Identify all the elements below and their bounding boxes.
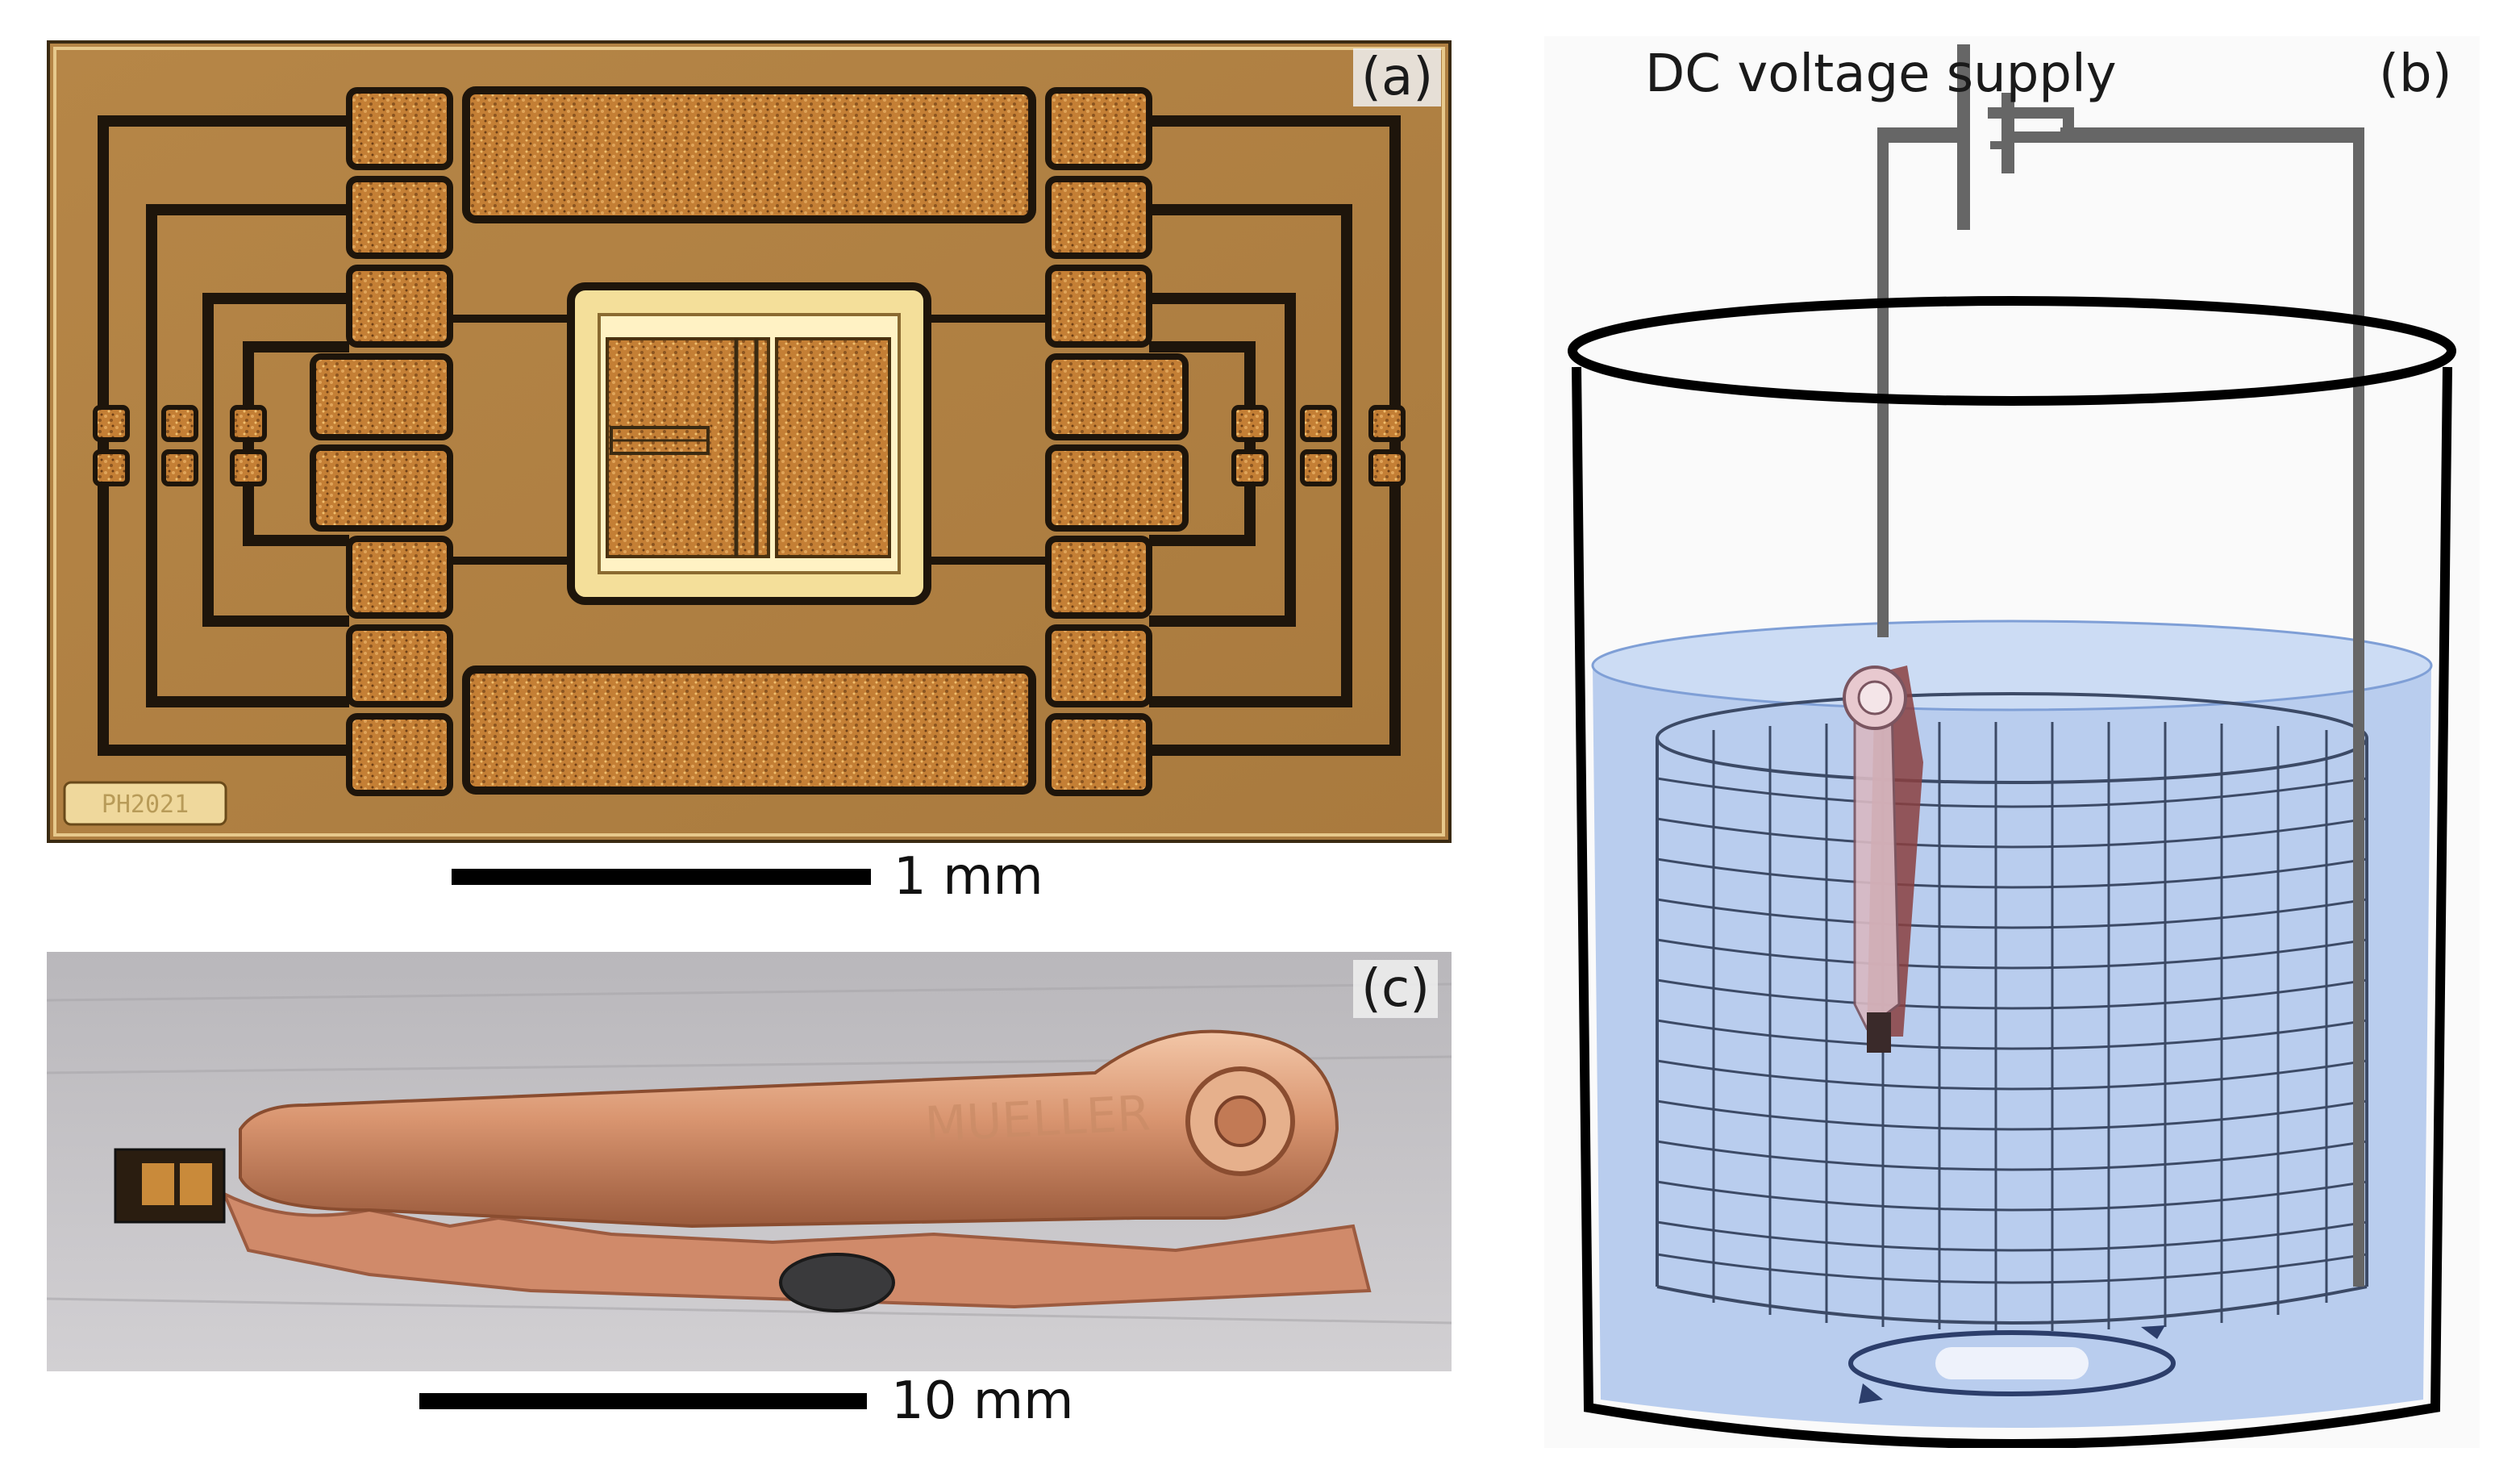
mesh-horizontal xyxy=(1656,777,2368,1284)
clip-chip xyxy=(114,1148,226,1224)
battery-symbol xyxy=(1883,44,2359,230)
clip-sample xyxy=(1843,665,1923,1053)
electrolyte-liquid xyxy=(1593,625,2431,1428)
liquid-surface xyxy=(1591,620,2433,711)
wide-pads xyxy=(462,86,1036,795)
scale-text-c: 10 mm xyxy=(891,1371,1074,1431)
stir-bar xyxy=(1848,1325,2176,1404)
panel-b: DC voltage supply (b) xyxy=(1544,36,2480,1449)
mesh-electrode xyxy=(1656,692,2368,1325)
chip-marking: PH2021 xyxy=(102,791,189,819)
scale-text-a: 1 mm xyxy=(893,847,1043,907)
right-pads xyxy=(1045,87,1189,796)
beaker xyxy=(1568,296,2456,1449)
panel-c: MUELLER (c) xyxy=(46,952,1452,1371)
chip-marking-box xyxy=(63,781,227,826)
small-pads xyxy=(93,405,1406,486)
clip-upper-arm xyxy=(239,1029,1339,1229)
center-die xyxy=(567,282,931,605)
panel-a: PH2021 (a) xyxy=(44,37,1455,846)
scale-bar-a xyxy=(452,869,871,885)
clip-photo: MUELLER xyxy=(46,952,1452,1371)
chip-micrograph: PH2021 xyxy=(44,37,1455,846)
beaker-diagram xyxy=(1544,36,2480,1449)
scale-bar-c xyxy=(419,1393,867,1409)
panel-a-label: (a) xyxy=(1353,48,1442,106)
supply-label: DC voltage supply xyxy=(1645,44,2117,104)
panel-b-label: (b) xyxy=(2379,44,2452,104)
left-pads xyxy=(310,87,453,796)
clip-engraving: MUELLER xyxy=(923,1085,1152,1154)
clip-rivet xyxy=(779,1253,895,1312)
panel-c-label: (c) xyxy=(1353,960,1439,1018)
mesh-vertical xyxy=(1712,722,2328,1331)
